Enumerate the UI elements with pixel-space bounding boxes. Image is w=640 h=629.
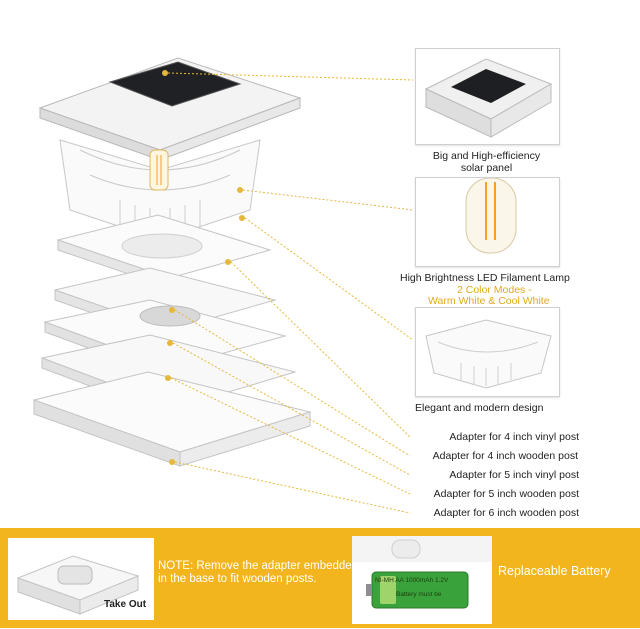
battery-image [352, 536, 492, 609]
solar-cap [38, 57, 302, 161]
battery-panel [352, 536, 492, 624]
adapter-label: Adapter for 5 inch vinyl post [449, 469, 579, 481]
take-out-panel [8, 538, 154, 620]
design-detail [415, 307, 560, 397]
solar-panel-detail [415, 48, 560, 145]
design-caption: Elegant and modern design [415, 402, 544, 414]
adapter-label: Adapter for 4 inch vinyl post [449, 431, 579, 443]
leader-lines [162, 70, 414, 514]
solar-panel-caption: Big and High-efficiency solar panel [432, 150, 541, 174]
solar-panel-image [424, 58, 553, 138]
filament-lamp-detail [415, 177, 560, 267]
take-out-label: Take Out [104, 599, 147, 610]
lamp-cage-image [425, 319, 552, 389]
base-adapter-image [16, 555, 140, 615]
filament-lamp-image [465, 177, 517, 254]
color-modes-line2: Warm White & Cool White [428, 295, 550, 307]
adapter-label: Adapter for 5 inch wooden post [433, 488, 579, 500]
adapter-label: Adapter for 4 inch wooden post [432, 450, 578, 462]
lamp-cage [59, 139, 261, 241]
filament-lamp-caption: High Brightness LED Filament Lamp [400, 272, 570, 284]
adapter-label: Adapter for 6 inch wooden post [433, 507, 579, 519]
color-modes-line1: 2 Color Modes - [457, 284, 532, 296]
battery-label-bottom: Battery must be [396, 591, 442, 598]
battery-label-top: NI-MH AA 1000mAh 1.2V [375, 577, 449, 584]
adapter-plates [32, 214, 312, 467]
replaceable-battery-label: Replaceable Battery [498, 564, 611, 578]
adapter-note: NOTE: Remove the adapter embedded in the… [158, 560, 359, 585]
